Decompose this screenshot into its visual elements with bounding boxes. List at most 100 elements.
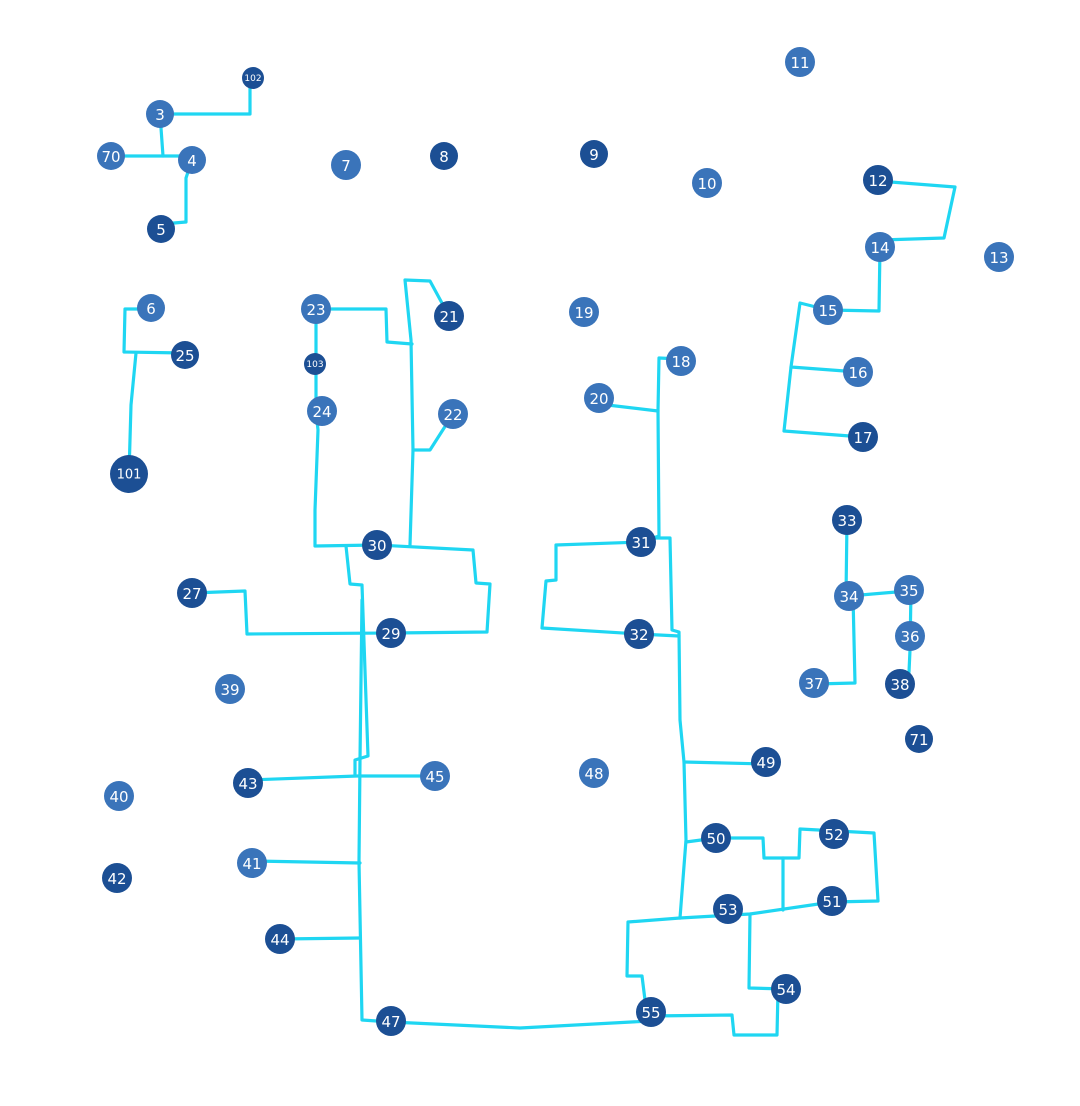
- node-circle[interactable]: [171, 341, 199, 369]
- node-circle[interactable]: [438, 399, 468, 429]
- node-43[interactable]: 43: [233, 768, 263, 798]
- node-42[interactable]: 42: [102, 863, 132, 893]
- node-48[interactable]: 48: [579, 758, 609, 788]
- node-51[interactable]: 51: [817, 886, 847, 916]
- node-101[interactable]: 101: [110, 455, 148, 493]
- node-circle[interactable]: [771, 974, 801, 1004]
- node-circle[interactable]: [692, 168, 722, 198]
- node-circle[interactable]: [233, 768, 263, 798]
- node-35[interactable]: 35: [894, 575, 924, 605]
- node-4[interactable]: 4: [178, 146, 206, 174]
- node-circle[interactable]: [265, 924, 295, 954]
- node-circle[interactable]: [863, 165, 893, 195]
- node-circle[interactable]: [376, 618, 406, 648]
- node-circle[interactable]: [178, 146, 206, 174]
- node-10[interactable]: 10: [692, 168, 722, 198]
- node-circle[interactable]: [584, 383, 614, 413]
- node-circle[interactable]: [799, 668, 829, 698]
- node-circle[interactable]: [420, 761, 450, 791]
- node-32[interactable]: 32: [624, 619, 654, 649]
- node-circle[interactable]: [177, 578, 207, 608]
- node-circle[interactable]: [569, 297, 599, 327]
- node-11[interactable]: 11: [785, 47, 815, 77]
- node-circle[interactable]: [865, 232, 895, 262]
- node-circle[interactable]: [242, 67, 264, 89]
- node-13[interactable]: 13: [984, 242, 1014, 272]
- node-circle[interactable]: [832, 505, 862, 535]
- node-18[interactable]: 18: [666, 346, 696, 376]
- node-circle[interactable]: [895, 621, 925, 651]
- node-3[interactable]: 3: [146, 100, 174, 128]
- node-17[interactable]: 17: [848, 422, 878, 452]
- node-39[interactable]: 39: [215, 674, 245, 704]
- node-12[interactable]: 12: [863, 165, 893, 195]
- node-circle[interactable]: [97, 142, 125, 170]
- node-53[interactable]: 53: [713, 894, 743, 924]
- node-circle[interactable]: [104, 781, 134, 811]
- node-circle[interactable]: [713, 894, 743, 924]
- node-21[interactable]: 21: [434, 301, 464, 331]
- node-circle[interactable]: [666, 346, 696, 376]
- node-circle[interactable]: [848, 422, 878, 452]
- node-19[interactable]: 19: [569, 297, 599, 327]
- node-circle[interactable]: [579, 758, 609, 788]
- node-circle[interactable]: [624, 619, 654, 649]
- node-9[interactable]: 9: [580, 140, 608, 168]
- node-circle[interactable]: [430, 142, 458, 170]
- node-45[interactable]: 45: [420, 761, 450, 791]
- node-circle[interactable]: [905, 725, 933, 753]
- node-circle[interactable]: [110, 455, 148, 493]
- node-49[interactable]: 49: [751, 747, 781, 777]
- node-circle[interactable]: [751, 747, 781, 777]
- node-circle[interactable]: [434, 301, 464, 331]
- node-circle[interactable]: [137, 294, 165, 322]
- node-23[interactable]: 23: [301, 294, 331, 324]
- node-22[interactable]: 22: [438, 399, 468, 429]
- node-27[interactable]: 27: [177, 578, 207, 608]
- node-6[interactable]: 6: [137, 294, 165, 322]
- node-circle[interactable]: [834, 581, 864, 611]
- node-16[interactable]: 16: [843, 357, 873, 387]
- node-70[interactable]: 70: [97, 142, 125, 170]
- node-circle[interactable]: [885, 669, 915, 699]
- node-20[interactable]: 20: [584, 383, 614, 413]
- node-circle[interactable]: [636, 997, 666, 1027]
- node-31[interactable]: 31: [626, 527, 656, 557]
- node-52[interactable]: 52: [819, 819, 849, 849]
- node-33[interactable]: 33: [832, 505, 862, 535]
- node-29[interactable]: 29: [376, 618, 406, 648]
- node-54[interactable]: 54: [771, 974, 801, 1004]
- node-24[interactable]: 24: [307, 396, 337, 426]
- node-55[interactable]: 55: [636, 997, 666, 1027]
- node-8[interactable]: 8: [430, 142, 458, 170]
- node-circle[interactable]: [819, 819, 849, 849]
- node-102[interactable]: 102: [242, 67, 264, 89]
- node-circle[interactable]: [331, 150, 361, 180]
- node-41[interactable]: 41: [237, 848, 267, 878]
- node-circle[interactable]: [102, 863, 132, 893]
- node-36[interactable]: 36: [895, 621, 925, 651]
- node-circle[interactable]: [147, 215, 175, 243]
- node-34[interactable]: 34: [834, 581, 864, 611]
- node-circle[interactable]: [362, 530, 392, 560]
- node-circle[interactable]: [817, 886, 847, 916]
- node-circle[interactable]: [984, 242, 1014, 272]
- node-circle[interactable]: [237, 848, 267, 878]
- node-15[interactable]: 15: [813, 295, 843, 325]
- node-38[interactable]: 38: [885, 669, 915, 699]
- node-circle[interactable]: [301, 294, 331, 324]
- node-103[interactable]: 103: [304, 353, 326, 375]
- node-circle[interactable]: [813, 295, 843, 325]
- node-circle[interactable]: [580, 140, 608, 168]
- node-circle[interactable]: [215, 674, 245, 704]
- node-40[interactable]: 40: [104, 781, 134, 811]
- node-circle[interactable]: [307, 396, 337, 426]
- node-circle[interactable]: [701, 823, 731, 853]
- node-circle[interactable]: [304, 353, 326, 375]
- node-47[interactable]: 47: [376, 1006, 406, 1036]
- node-44[interactable]: 44: [265, 924, 295, 954]
- node-25[interactable]: 25: [171, 341, 199, 369]
- node-30[interactable]: 30: [362, 530, 392, 560]
- node-71[interactable]: 71: [905, 725, 933, 753]
- node-circle[interactable]: [146, 100, 174, 128]
